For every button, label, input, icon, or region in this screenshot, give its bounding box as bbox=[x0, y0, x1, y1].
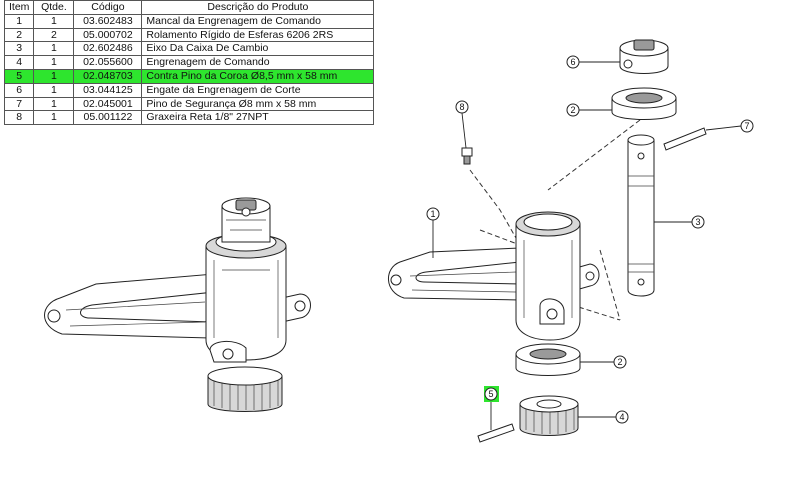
assembled-view bbox=[44, 197, 311, 412]
exploded-housing bbox=[515, 211, 581, 341]
exploded-arm-plate bbox=[388, 247, 523, 301]
callout-2-top[interactable]: 2 bbox=[566, 103, 580, 117]
svg-text:4: 4 bbox=[619, 412, 624, 422]
assembled-gear bbox=[207, 366, 283, 412]
exploded-gear bbox=[519, 395, 579, 436]
exploded-bearing-bottom bbox=[515, 343, 581, 376]
exploded-bearing-top bbox=[611, 87, 677, 120]
exploded-shaft bbox=[627, 134, 655, 297]
callout-1[interactable]: 1 bbox=[426, 207, 440, 221]
table-row: 3 1 02.602486 Eixo Da Caixa De Cambio bbox=[3, 41, 375, 57]
svg-text:6: 6 bbox=[570, 57, 575, 67]
cell-desc: Graxeira Reta 1/8" 27NPT bbox=[141, 110, 375, 126]
exploded-engate bbox=[619, 39, 669, 74]
svg-text:2: 2 bbox=[617, 357, 622, 367]
cell-code: 05.001122 bbox=[73, 110, 143, 126]
exploded-grease-fitting bbox=[461, 147, 473, 165]
cell-qty: 1 bbox=[33, 68, 75, 84]
svg-text:3: 3 bbox=[695, 217, 700, 227]
svg-text:8: 8 bbox=[459, 102, 464, 112]
callout-4[interactable]: 4 bbox=[615, 410, 629, 424]
table-row: 2 2 05.000702 Rolamento Rígido de Esfera… bbox=[3, 27, 375, 43]
svg-text:2: 2 bbox=[570, 105, 575, 115]
exploded-view: 1 6 2 7 8 3 2 4 5 bbox=[388, 39, 754, 443]
callout-3[interactable]: 3 bbox=[691, 215, 705, 229]
callout-6[interactable]: 6 bbox=[566, 55, 580, 69]
assembled-arm-plate bbox=[44, 273, 215, 339]
exploded-pin-5 bbox=[477, 423, 515, 443]
svg-text:1: 1 bbox=[430, 209, 435, 219]
callout-5[interactable]: 5 bbox=[484, 387, 498, 401]
svg-text:5: 5 bbox=[488, 389, 493, 399]
exploded-pin-7 bbox=[663, 127, 707, 151]
table-row: 8 1 05.001122 Graxeira Reta 1/8" 27NPT bbox=[3, 110, 375, 126]
cell-item: 8 bbox=[3, 110, 35, 126]
callout-7[interactable]: 7 bbox=[740, 119, 754, 133]
svg-text:7: 7 bbox=[744, 121, 749, 131]
callout-8[interactable]: 8 bbox=[455, 100, 469, 114]
cell-item: 7 bbox=[3, 96, 35, 112]
table-header-row: Item Qtde. Código Descrição do Produto bbox=[3, 0, 375, 15]
parts-table: Item Qtde. Código Descrição do Produto 1… bbox=[3, 0, 375, 126]
callout-2-bottom[interactable]: 2 bbox=[613, 355, 627, 369]
